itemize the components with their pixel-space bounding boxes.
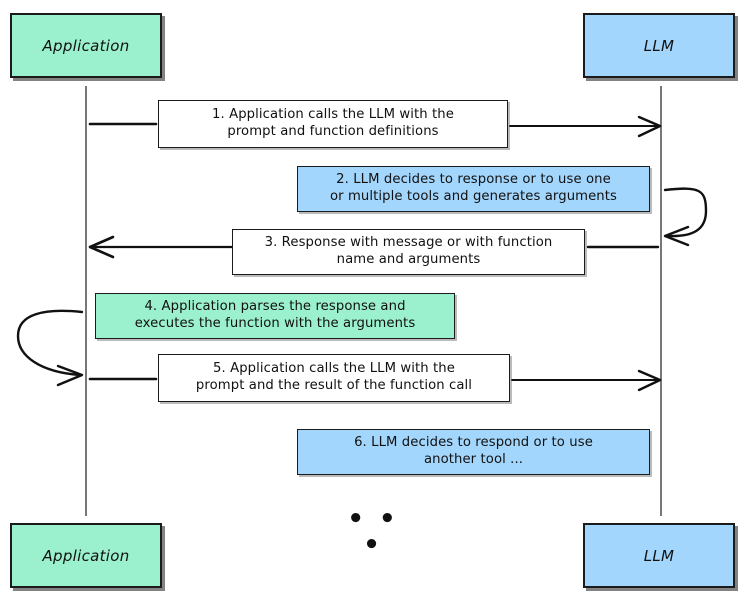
message-5-line-2: prompt and the result of the function ca…	[195, 378, 473, 393]
message-4-text: 4. Application parses the response and e…	[135, 299, 416, 333]
actor-llm-top-label: LLM	[643, 36, 675, 55]
message-1-line-1: 1. Application calls the LLM with the	[212, 107, 454, 123]
message-box-5[interactable]: 5. Application calls the LLM with the pr…	[158, 354, 510, 402]
message-2-line-1: 2. LLM decides to response or to use one	[336, 172, 611, 188]
message-box-4[interactable]: 4. Application parses the response and e…	[95, 293, 455, 339]
actor-application-bottom[interactable]: Application	[10, 523, 162, 588]
message-box-2[interactable]: 2. LLM decides to response or to use one…	[297, 166, 650, 212]
actor-llm-top[interactable]: LLM	[583, 13, 735, 78]
self-loop-llm-top	[663, 187, 708, 238]
self-loop-application-head	[56, 364, 84, 387]
message-3-line-2: name and arguments	[336, 252, 481, 267]
message-6-text: 6. LLM decides to respond or to use anot…	[354, 435, 593, 469]
arrow-3-head	[88, 235, 115, 259]
message-2-text: 2. LLM decides to response or to use one…	[330, 172, 617, 206]
message-1-line-2: prompt and function definitions	[227, 124, 439, 139]
actor-application-top[interactable]: Application	[10, 13, 162, 78]
arrow-5-head	[637, 369, 662, 392]
self-loop-llm-top-head	[663, 225, 690, 247]
message-3-text: 3. Response with message or with functio…	[265, 235, 553, 269]
message-box-1[interactable]: 1. Application calls the LLM with the pr…	[158, 100, 508, 148]
message-5-line-1: 5. Application calls the LLM with the	[213, 361, 455, 377]
message-4-line-1: 4. Application parses the response and	[144, 299, 406, 315]
message-2-line-2: or multiple tools and generates argument…	[329, 189, 618, 204]
message-6-line-1: 6. LLM decides to respond or to use	[354, 435, 593, 451]
message-6-line-2: another tool ...	[423, 452, 524, 467]
message-5-text: 5. Application calls the LLM with the pr…	[196, 361, 472, 395]
message-1-text: 1. Application calls the LLM with the pr…	[212, 107, 454, 141]
self-loop-application	[16, 309, 84, 377]
message-3-line-1: 3. Response with message or with functio…	[264, 235, 553, 251]
actor-llm-bottom[interactable]: LLM	[583, 523, 735, 588]
actor-llm-bottom-label: LLM	[643, 546, 675, 565]
message-box-3[interactable]: 3. Response with message or with functio…	[232, 229, 585, 275]
message-box-6[interactable]: 6. LLM decides to respond or to use anot…	[297, 429, 650, 475]
message-4-line-2: executes the function with the arguments	[134, 316, 416, 331]
arrow-1-head	[637, 115, 662, 138]
actor-application-bottom-label: Application	[42, 546, 130, 565]
continuation-ellipsis: • • •	[347, 504, 399, 560]
actor-application-top-label: Application	[42, 36, 130, 55]
